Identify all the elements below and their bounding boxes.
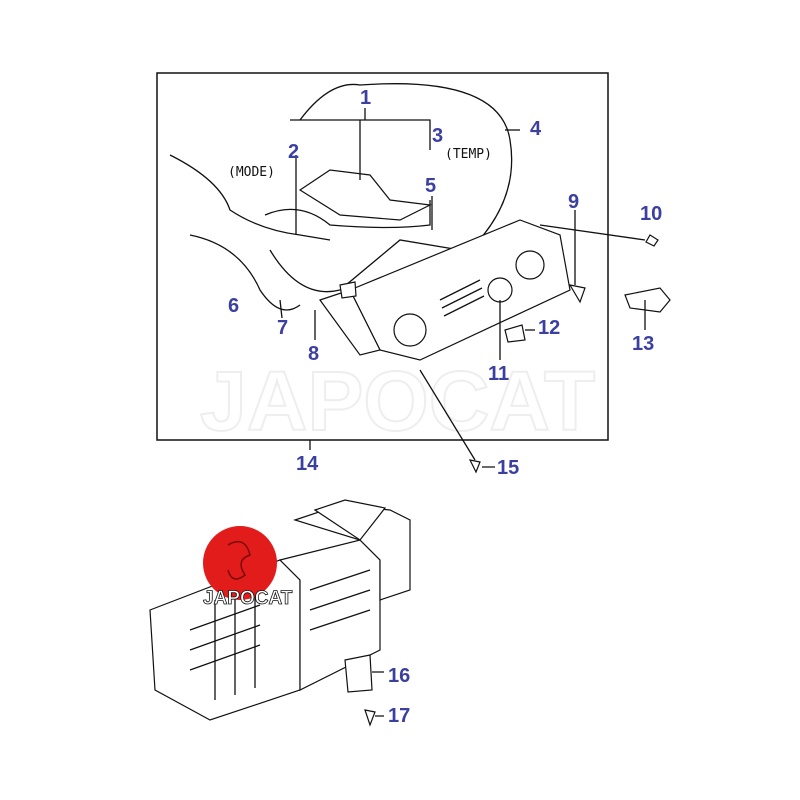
cables [169,83,513,319]
label-8: 8 [308,343,319,365]
label-14: 14 [296,453,319,475]
label-16: 16 [388,665,410,687]
heater-control-panel [319,219,571,361]
label-1: 1 [360,87,371,109]
watermark: JAPOCAT [200,354,595,448]
leader-lines [290,108,646,468]
caption-mode: (MODE) [228,165,275,180]
screw-part-10 [645,234,659,247]
label-12: 12 [538,317,560,339]
label-5: 5 [425,175,436,197]
clip-part-8 [339,281,357,299]
label-7: 7 [277,317,288,339]
label-10: 10 [640,203,662,225]
bulb-socket-part-13 [624,287,671,313]
label-6: 6 [228,295,239,317]
screw-part-17 [364,709,376,727]
label-4: 4 [530,118,542,140]
label-15: 15 [497,457,519,479]
assembly-frame [156,72,609,441]
knob-part-9 [568,284,586,304]
logo-text: JAPOCAT [203,588,293,609]
label-2: 2 [288,141,299,163]
clip-part-12 [504,324,526,343]
japocat-logo: JAPOCAT [203,526,293,609]
leader-lines-lower [372,671,384,717]
label-17: 17 [388,705,410,727]
label-3: 3 [432,125,443,147]
label-13: 13 [632,333,654,355]
label-9: 9 [568,191,579,213]
mode-lever-bracket [298,169,433,221]
screw-part-15 [468,459,481,474]
caption-temp: (TEMP) [445,147,492,162]
resistor-part-16 [344,654,373,693]
label-11: 11 [488,363,509,385]
heater-unit-assembly [149,499,411,721]
part-labels: 1 2 3 4 5 6 7 8 9 10 11 12 13 14 15 16 1… [228,87,662,727]
